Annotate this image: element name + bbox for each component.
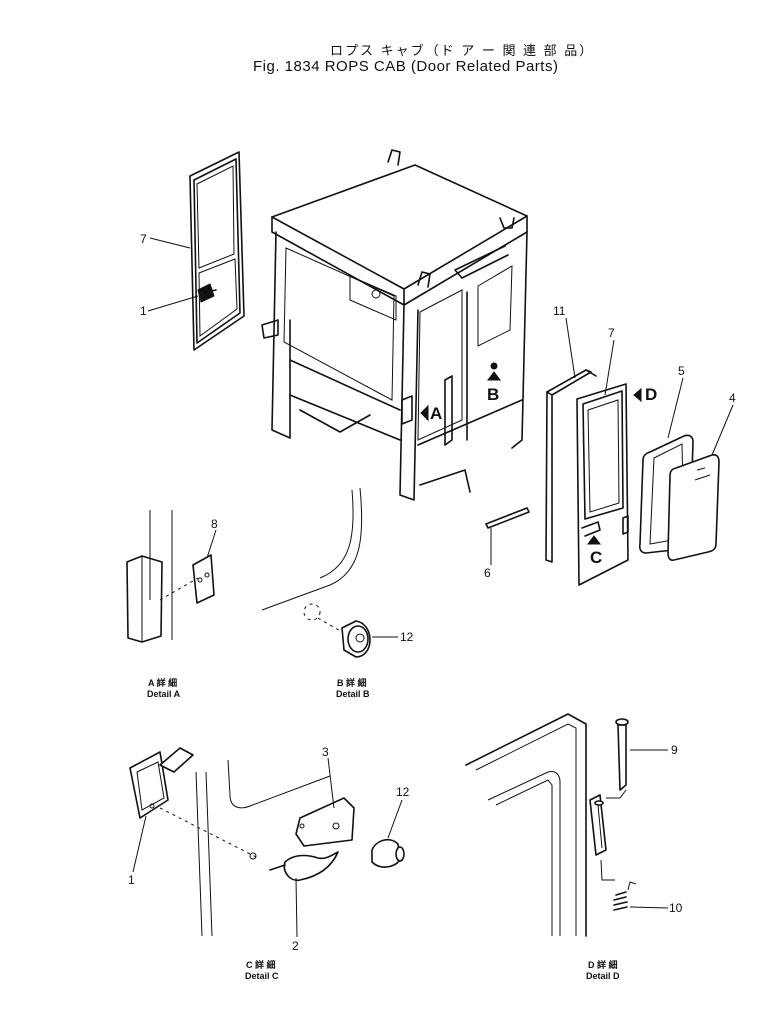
detail-b: 12 B 詳 細 Detail B xyxy=(261,487,414,699)
svg-text:A 詳 細: A 詳 細 xyxy=(148,677,177,688)
glass-pane-4 xyxy=(667,454,720,561)
svg-text:B: B xyxy=(487,385,499,404)
door-assembly-left xyxy=(189,151,245,351)
callout-11: 11 xyxy=(553,304,566,318)
svg-text:Detail B: Detail B xyxy=(336,689,370,699)
view-marker-b: B xyxy=(487,362,501,404)
figure-title-japanese: ロプス キャブ（ド ア ー 関 連 部 品） xyxy=(330,43,595,58)
callout-3: 3 xyxy=(322,745,329,759)
view-marker-c: C xyxy=(587,535,602,567)
svg-text:Detail D: Detail D xyxy=(586,971,620,981)
callout-12: 12 xyxy=(400,630,414,644)
callout-8: 8 xyxy=(211,517,218,531)
svg-text:B 詳 細: B 詳 細 xyxy=(337,677,367,688)
svg-text:C 詳 細: C 詳 細 xyxy=(246,959,276,970)
detail-d: 9 10 D 詳 細 Detail D xyxy=(465,713,683,981)
svg-text:D 詳 細: D 詳 細 xyxy=(588,959,618,970)
callout-9: 9 xyxy=(671,743,678,757)
callout-7b: 7 xyxy=(608,326,615,340)
callout-4: 4 xyxy=(729,391,736,405)
rops-cab-body xyxy=(261,149,528,501)
svg-text:Detail A: Detail A xyxy=(147,689,181,699)
weather-strip-6 xyxy=(485,507,530,529)
figure-title: Fig. 1834 ROPS CAB (Door Related Parts) xyxy=(253,58,559,75)
door-seal-11 xyxy=(545,369,597,563)
callouts-main: 7 1 11 7 5 4 6 xyxy=(140,232,736,580)
svg-text:Detail C: Detail C xyxy=(245,971,279,981)
callout-6: 6 xyxy=(484,566,491,580)
callout-10: 10 xyxy=(669,901,683,915)
svg-text:C: C xyxy=(590,548,602,567)
view-marker-a: A xyxy=(420,404,442,423)
detail-c: 3 12 1 2 C 詳 細 Detail C xyxy=(128,745,410,981)
callout-1: 1 xyxy=(140,304,147,318)
callout-12b: 12 xyxy=(396,785,410,799)
callout-1b: 1 xyxy=(128,873,135,887)
view-marker-d: D xyxy=(633,385,657,404)
detail-a: 8 A 詳 細 Detail A xyxy=(126,510,218,699)
door-7-right xyxy=(576,383,629,586)
svg-text:A: A xyxy=(430,404,442,423)
callout-2: 2 xyxy=(292,939,299,953)
callout-5: 5 xyxy=(678,364,685,378)
svg-text:D: D xyxy=(645,385,657,404)
callout-7: 7 xyxy=(140,232,147,246)
